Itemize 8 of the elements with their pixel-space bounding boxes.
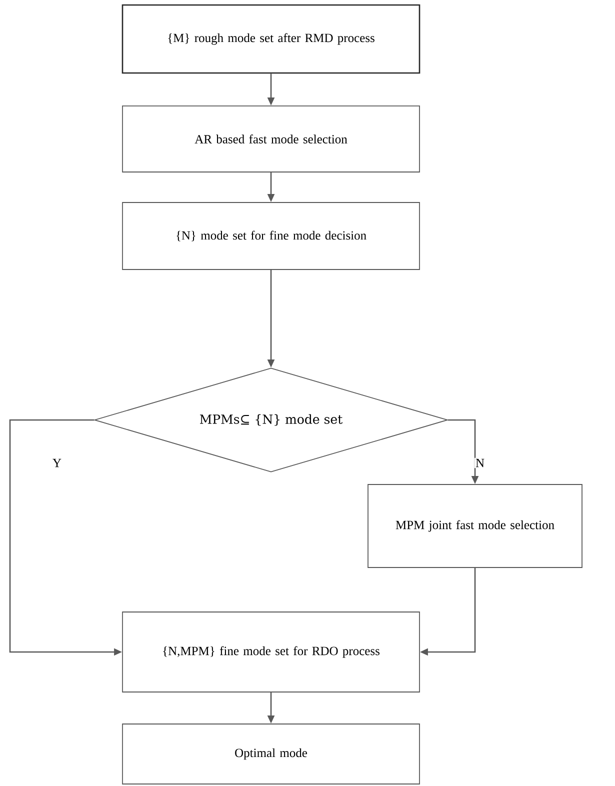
edge-label: N xyxy=(474,458,486,468)
process-box: Optimal mode xyxy=(122,724,420,784)
edge-label: Y xyxy=(51,458,63,468)
process-box: {N} mode set for fine mode decision xyxy=(122,202,420,270)
process-box: {M} rough mode set after RMD process xyxy=(122,4,420,74)
process-box: {N,MPM} fine mode set for RDO process xyxy=(122,612,420,692)
process-box: AR based fast mode selection xyxy=(122,106,420,172)
process-box: MPM joint fast mode selection xyxy=(368,484,582,568)
